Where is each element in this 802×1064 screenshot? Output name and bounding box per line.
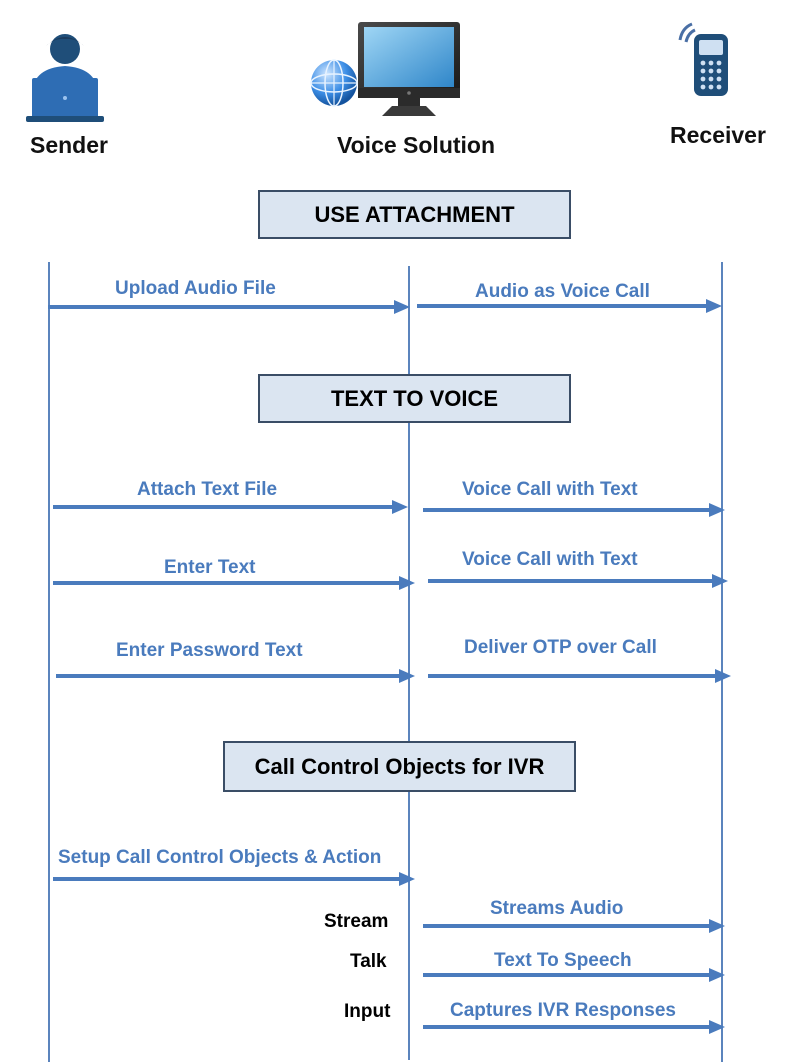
voice-solution-lifeline <box>408 266 410 1060</box>
section-text-to-voice: TEXT TO VOICE <box>258 374 571 423</box>
operation-label-stream: Stream <box>324 911 389 932</box>
receiver-label: Receiver <box>670 122 766 148</box>
message-label: Enter Text <box>164 557 256 578</box>
message-label: Text To Speech <box>494 950 632 971</box>
message-label: Upload Audio File <box>115 278 276 299</box>
sender-lifeline <box>48 262 50 1062</box>
voice-solution-label: Voice Solution <box>337 132 496 158</box>
message-label: Captures IVR Responses <box>450 1000 676 1021</box>
section-call-control: Call Control Objects for IVR <box>223 741 576 792</box>
message-label: Setup Call Control Objects & Action <box>58 847 382 868</box>
monitor-icon <box>358 22 460 116</box>
message-label: Voice Call with Text <box>462 549 638 570</box>
receiver-lifeline <box>721 262 723 1062</box>
message-label: Enter Password Text <box>116 640 303 661</box>
operation-label-talk: Talk <box>350 951 387 972</box>
globe-icon <box>310 59 358 107</box>
operation-label-input: Input <box>344 1001 391 1022</box>
sender-label: Sender <box>30 132 108 158</box>
message-label: Streams Audio <box>490 898 624 919</box>
message-label: Voice Call with Text <box>462 479 638 500</box>
message-label: Audio as Voice Call <box>475 281 650 302</box>
user-laptop-icon <box>26 34 104 122</box>
section-use-attachment: USE ATTACHMENT <box>258 190 571 239</box>
message-label: Attach Text File <box>137 479 278 500</box>
mobile-phone-icon <box>678 22 728 96</box>
message-label: Deliver OTP over Call <box>464 637 657 658</box>
